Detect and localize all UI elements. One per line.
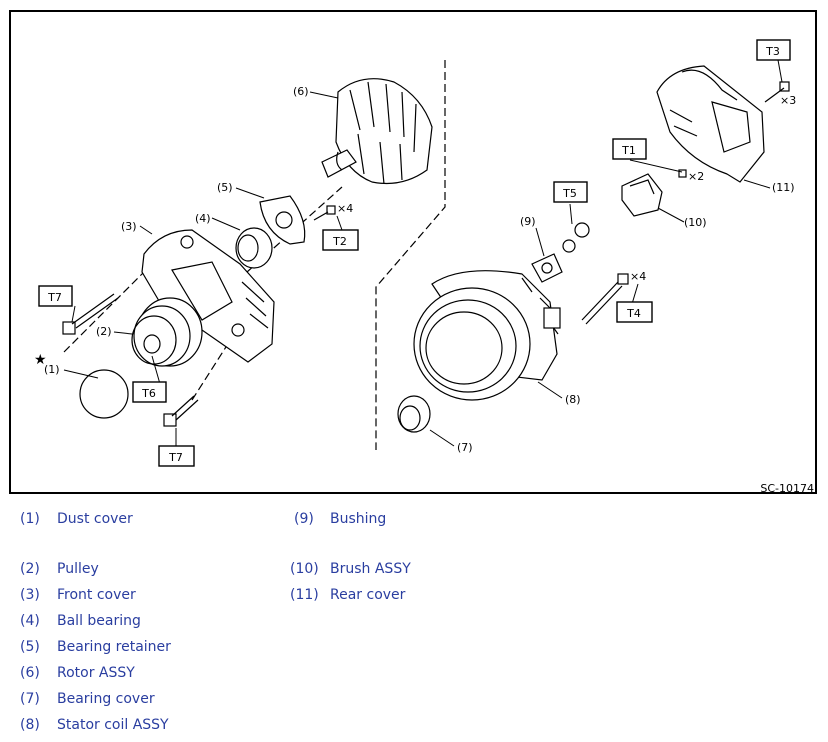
torque-label-t7-lower: T7 — [168, 451, 183, 464]
legend-number: (2) — [20, 561, 40, 577]
torque-label-t5: T5 — [562, 187, 577, 200]
figure-code: SC-10174 — [760, 482, 814, 492]
callout-1: (1) — [44, 363, 60, 376]
brush-assembly — [621, 173, 663, 217]
star-marker: ★ — [34, 352, 47, 368]
front-cover — [141, 229, 275, 363]
legend-name: Rear cover — [330, 587, 406, 603]
bearing-retainer — [259, 195, 306, 245]
leader-lines — [63, 59, 783, 447]
legend-name: Stator coil ASSY — [57, 717, 169, 733]
exploded-diagram: T7 T6 T7 T2 T1 T5 T4 T3 ×4 ×2 ×4 ×3 ★ (1… — [9, 10, 817, 494]
bearing-retainer-hole — [275, 211, 293, 229]
callout-3: (3) — [121, 220, 137, 233]
multiplier-t1: ×2 — [688, 170, 704, 183]
bolt-t4 — [581, 273, 629, 325]
legend-name: Dust cover — [57, 511, 133, 527]
torque-boxes — [38, 39, 791, 467]
legend-number: (10) — [290, 561, 319, 577]
bolt-t7-lower — [163, 395, 199, 427]
callout-6: (6) — [293, 85, 309, 98]
legend-item: (6) Rotor ASSY — [20, 665, 135, 681]
torque-label-t6: T6 — [141, 387, 156, 400]
legend-number: (5) — [20, 639, 40, 655]
pulley — [131, 297, 203, 367]
torque-label-t7-upper: T7 — [47, 291, 62, 304]
legend-item: (8) Stator coil ASSY — [20, 717, 169, 733]
screw-t1 — [678, 169, 687, 178]
multiplier-t2: ×4 — [337, 202, 353, 215]
legend-name: Ball bearing — [57, 613, 141, 629]
callout-9: (9) — [520, 215, 536, 228]
legend-name: Brush ASSY — [330, 561, 411, 577]
legend-item: (1) Dust cover — [20, 511, 133, 527]
legend-item: (3) Front cover — [20, 587, 136, 603]
callout-2: (2) — [96, 325, 112, 338]
torque-label-t2: T2 — [332, 235, 347, 248]
legend-item: (9) Bushing — [294, 511, 386, 527]
legend-number: (9) — [294, 511, 314, 527]
legend-number: (3) — [20, 587, 40, 603]
callout-7: (7) — [457, 441, 473, 454]
bolt-t2 — [313, 205, 336, 221]
legend-number: (6) — [20, 665, 40, 681]
callout-5: (5) — [217, 181, 233, 194]
bolt-t7-upper — [62, 293, 119, 335]
callout-10: (10) — [684, 216, 707, 229]
legend-item: (10) Brush ASSY — [290, 561, 411, 577]
washers — [562, 222, 590, 253]
legend-number: (4) — [20, 613, 40, 629]
legend-item: (4) Ball bearing — [20, 613, 141, 629]
ball-bearing — [235, 227, 273, 269]
rotor-assembly — [321, 78, 433, 185]
torque-label-t4: T4 — [626, 307, 641, 320]
legend-item: (5) Bearing retainer — [20, 639, 171, 655]
legend-name: Front cover — [57, 587, 136, 603]
diagram-drawing: T7 T6 T7 T2 T1 T5 T4 T3 ×4 ×2 ×4 ×3 ★ (1… — [34, 39, 814, 492]
legend-item: (2) Pulley — [20, 561, 99, 577]
legend-item: (11) Rear cover — [290, 587, 405, 603]
legend-name: Bearing cover — [57, 691, 155, 707]
callout-8: (8) — [565, 393, 581, 406]
legend-name: Bushing — [330, 511, 387, 527]
legend-name: Rotor ASSY — [57, 665, 135, 681]
bearing-cover — [397, 395, 431, 433]
callout-4: (4) — [195, 212, 211, 225]
torque-label-t1: T1 — [621, 144, 636, 157]
legend-name: Pulley — [57, 561, 99, 577]
callout-11: (11) — [772, 181, 795, 194]
multiplier-t3: ×3 — [780, 94, 796, 107]
legend-number: (1) — [20, 511, 40, 527]
torque-label-t3: T3 — [765, 45, 780, 58]
legend-item: (7) Bearing cover — [20, 691, 155, 707]
multiplier-t4: ×4 — [630, 270, 646, 283]
bushing — [531, 253, 563, 283]
stator-coil-assembly — [413, 270, 561, 401]
legend-name: Bearing retainer — [57, 639, 171, 655]
legend-number: (7) — [20, 691, 40, 707]
rear-cover — [656, 65, 765, 183]
dust-cover — [79, 369, 129, 419]
legend-number: (11) — [290, 587, 319, 603]
legend-number: (8) — [20, 717, 40, 733]
bolt-t3 — [764, 81, 790, 103]
